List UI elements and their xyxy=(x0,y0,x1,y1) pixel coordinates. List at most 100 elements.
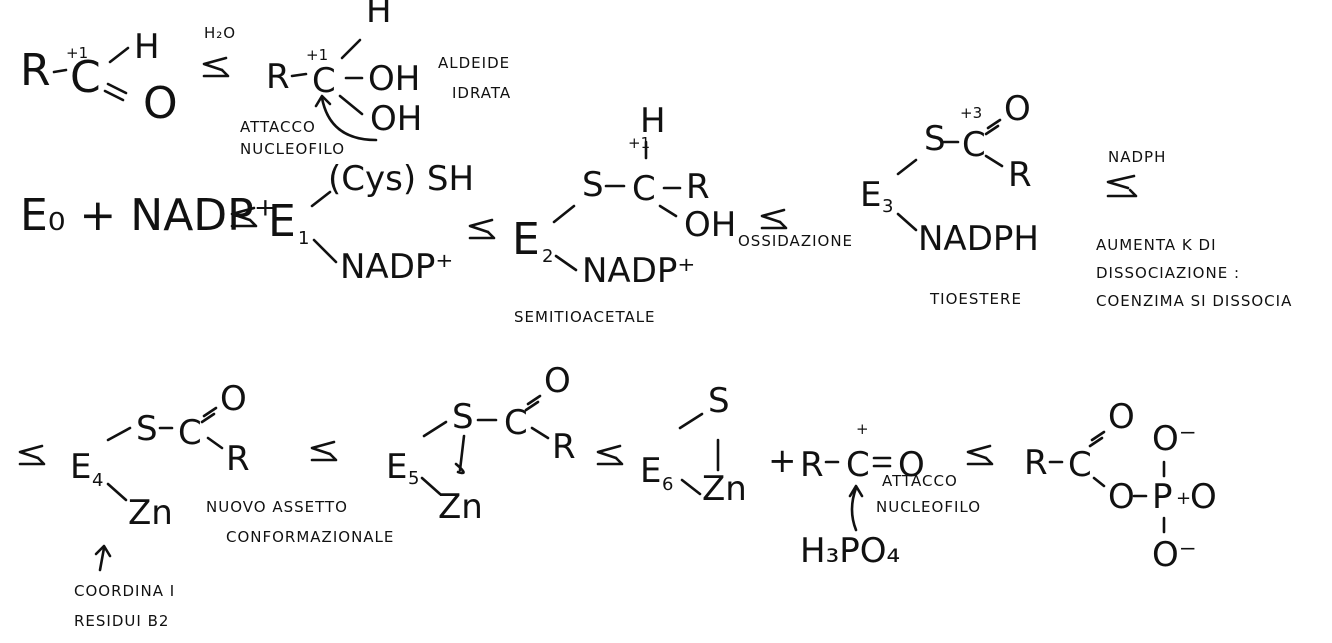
e4-zn: Zn xyxy=(128,493,173,533)
double-bond-1 xyxy=(526,394,542,406)
e3-ox-state: +3 xyxy=(960,104,982,122)
phosphate-attack-arrow xyxy=(850,486,858,532)
product-o-link: O xyxy=(1108,477,1135,517)
arrow-back xyxy=(760,208,786,224)
nadph-release-arrow: NADPH AUMENTA K DI DISSOCIAZIONE : COENZ… xyxy=(1096,148,1292,310)
bond-c-oh-2 xyxy=(338,94,364,116)
hydrate-oh-right: OH xyxy=(368,59,420,99)
double-bond-2 xyxy=(103,89,125,102)
e1-sub: 1 xyxy=(298,228,309,249)
product-c: C xyxy=(1068,445,1092,485)
hydrate-ox-state: +1 xyxy=(306,46,328,64)
nuc-label-1: ATTACCO xyxy=(882,472,958,490)
bond-e4-s xyxy=(106,426,132,442)
e5-s: S xyxy=(452,397,474,437)
e6-s: S xyxy=(708,381,730,421)
double-bond-2 xyxy=(984,124,1000,136)
water-label: H₂O xyxy=(204,24,236,42)
e4-o: O xyxy=(220,379,247,419)
e2-e: E xyxy=(512,214,540,265)
hydrate-r: R xyxy=(266,57,290,97)
conform-label-2: CONFORMAZIONALE xyxy=(226,528,394,546)
e3-nadph: NADPH xyxy=(918,219,1039,259)
enzyme-e4-zinc: E 4 S C O R Zn COORDINA I RESIDUI B2 xyxy=(70,379,250,630)
e3-o: O xyxy=(1004,89,1031,129)
product-r: R xyxy=(1024,443,1048,483)
bond-c-r xyxy=(530,426,550,440)
enzyme-e2-semithioacetal: E 2 S +1 C H R OH NADP⁺ SEMITIOACETALE xyxy=(512,101,736,326)
arrow-back xyxy=(468,218,494,234)
aldehyde-r: R xyxy=(20,45,51,96)
aldehyde: R +1 C H O xyxy=(20,27,178,129)
hydrate-h: H xyxy=(366,0,392,31)
equilibrium-arrow-water: H₂O xyxy=(202,24,236,78)
e3-e: E xyxy=(860,175,881,215)
e4-c: C xyxy=(178,413,202,453)
e4-note-1: COORDINA I xyxy=(74,582,175,600)
equilibrium-arrow-2 xyxy=(468,218,496,240)
e2-oh: OH xyxy=(684,205,736,245)
e5-sub: 5 xyxy=(408,468,419,489)
bond-e2-s xyxy=(552,204,576,224)
equilibrium-arrow-4 xyxy=(18,444,46,466)
e5-r: R xyxy=(552,427,576,467)
e6-sub: 6 xyxy=(662,474,673,495)
double-bond-1 xyxy=(986,118,1002,130)
acylium-plus: + xyxy=(856,420,869,438)
product-o-top: O xyxy=(1108,397,1135,437)
e3-label: TIOESTERE xyxy=(929,290,1022,308)
e1-nadp: NADP⁺ xyxy=(340,247,453,287)
bond-e3-s xyxy=(896,158,918,176)
e2-r: R xyxy=(686,167,710,207)
arrow-back xyxy=(1106,174,1136,190)
zn-note-arrowhead xyxy=(94,544,112,558)
dissoc-label-3: COENZIMA SI DISSOCIA xyxy=(1096,292,1292,310)
arrow-forward xyxy=(468,230,496,240)
arrow-forward xyxy=(202,68,230,78)
e6-e: E xyxy=(640,451,661,491)
product-o-up: O⁻ xyxy=(1152,419,1197,459)
bond-c-oh xyxy=(658,204,678,218)
e2-nadp: NADP⁺ xyxy=(582,251,695,291)
bond-e1-cys xyxy=(310,190,332,208)
double-bond-2 xyxy=(524,400,540,412)
hydrate-oh-bottom: OH xyxy=(370,99,422,139)
arrow-forward xyxy=(966,456,994,466)
e4-e: E xyxy=(70,447,91,487)
arrow-back xyxy=(596,444,622,460)
conform-label-1: NUOVO ASSETTO xyxy=(206,498,348,516)
e5-c: C xyxy=(504,403,528,443)
nuc-label-2: NUCLEOFILO xyxy=(240,140,345,158)
aldehyde-c: C xyxy=(70,52,101,103)
e3-r: R xyxy=(1008,155,1032,195)
nuc-label-2: NUCLEOFILO xyxy=(876,498,981,516)
zn-note-arrow xyxy=(98,546,106,572)
dissoc-label-1: AUMENTA K DI xyxy=(1096,236,1217,254)
bond-s-zn xyxy=(458,434,466,472)
bond-e2-nadp xyxy=(554,254,578,272)
e3-sub: 3 xyxy=(882,196,893,217)
arrow-forward xyxy=(230,218,258,228)
double-bond-1 xyxy=(106,82,128,95)
double-bond-2 xyxy=(200,412,216,424)
arrow-back xyxy=(310,440,336,456)
bond-r-c xyxy=(290,72,308,78)
equilibrium-arrow-3: OSSIDAZIONE xyxy=(738,208,852,250)
bond-r-c xyxy=(52,68,68,74)
equilibrium-arrow-6 xyxy=(596,444,624,466)
e5-o: O xyxy=(544,361,571,401)
e4-note-2: RESIDUI B2 xyxy=(74,612,169,630)
e1-e: E xyxy=(268,196,296,247)
double-bond-1 xyxy=(202,406,218,418)
e3-c: C xyxy=(962,125,986,165)
aldehyde-hydrate: R +1 C H OH OH ALDEIDE IDRATA ATTACCO NU… xyxy=(240,0,510,158)
aldehyde-h: H xyxy=(134,27,160,67)
e4-sub: 4 xyxy=(92,470,103,491)
arrow-forward xyxy=(18,456,46,466)
enzyme-e3-thioester: E 3 S +3 C O R NADPH TIOESTERE xyxy=(860,89,1039,308)
plus-sign: + xyxy=(768,441,797,481)
product-p: P xyxy=(1152,477,1173,517)
arrow-back xyxy=(966,444,992,460)
arrow-forward xyxy=(760,220,788,230)
product-o-down: O⁻ xyxy=(1152,535,1197,575)
